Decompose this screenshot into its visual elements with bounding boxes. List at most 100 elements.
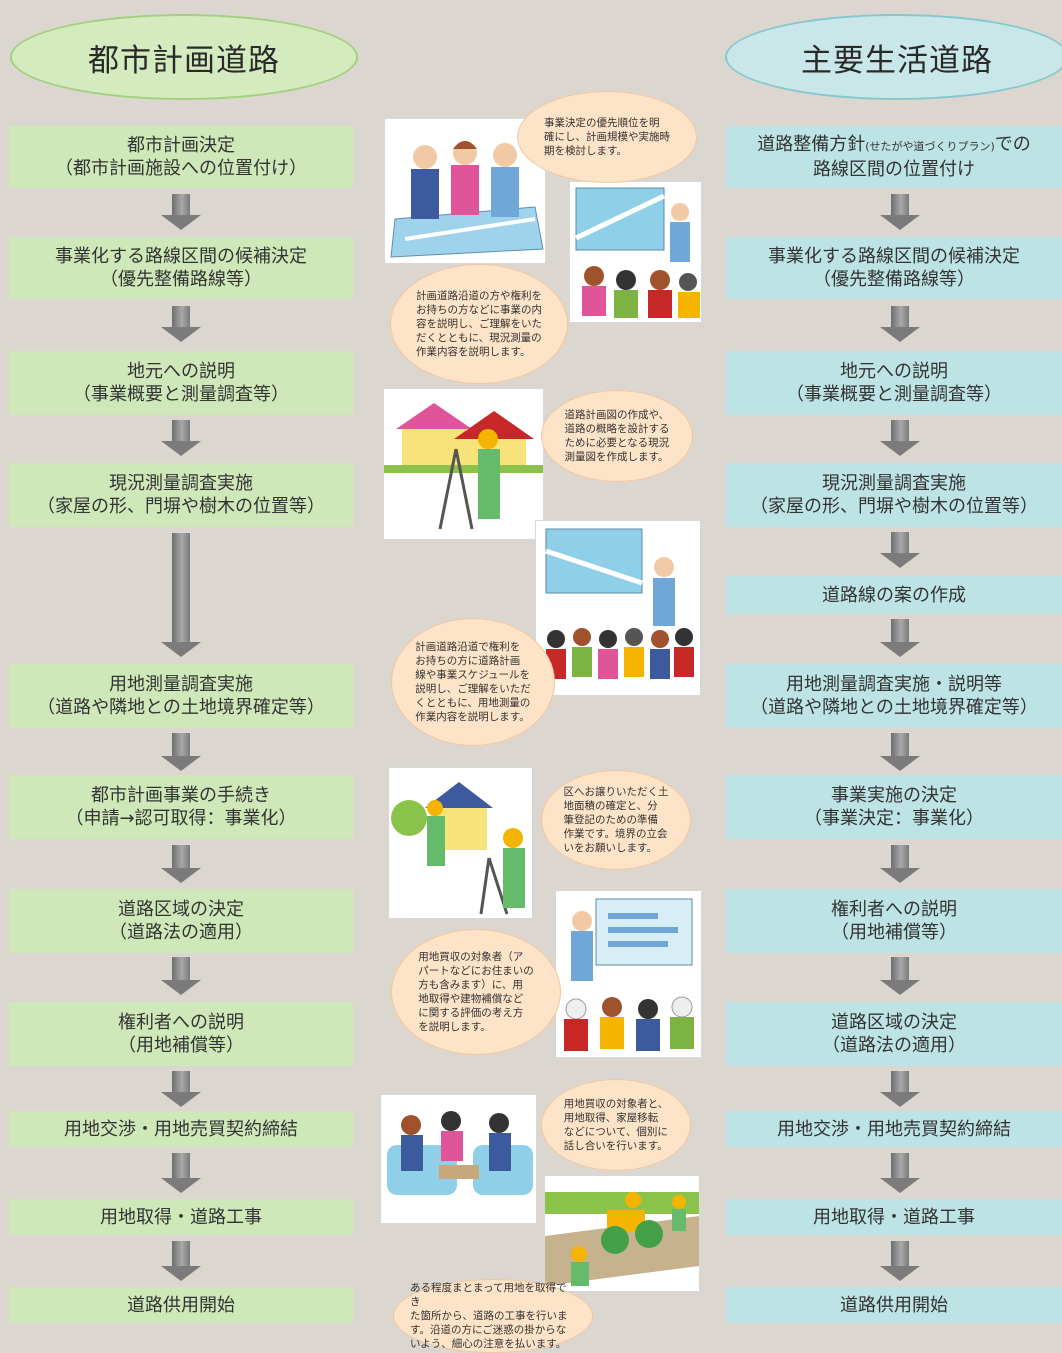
- right-step-3: 地元への説明 （事業概要と測量調査等）: [726, 351, 1062, 415]
- step-sub: （家屋の形、門塀や樹木の位置等）: [37, 496, 325, 517]
- step-sub: （用地補償等）: [118, 1035, 244, 1056]
- flow-arrow: [880, 845, 920, 883]
- left-step-9: 用地交渉・用地売買契約締結: [9, 1111, 353, 1147]
- left-step-8: 権利者への説明 （用地補償等）: [9, 1002, 353, 1066]
- speech-bubble: 計画道路沿道の方や権利をお持ちの方などに事業の内容を説明し、ご理解をいただくとと…: [390, 264, 568, 384]
- bubble-line: 測量図を作成します。: [564, 451, 669, 463]
- step-title: 都市計画事業の手続き: [91, 785, 271, 806]
- step-title: 道路線の案の作成: [822, 584, 966, 606]
- compensation-briefing-icon: [555, 890, 702, 1058]
- left-step-10: 用地取得・道路工事: [9, 1199, 353, 1235]
- step-title: 地元への説明: [127, 361, 235, 382]
- right-step-6: 用地測量調査実施・説明等 （道路や隣地との土地境界確定等）: [726, 664, 1062, 728]
- bubble-line: 線や事業スケジュールを: [415, 669, 531, 681]
- left-step-2: 事業化する路線区間の候補決定 （優先整備路線等）: [9, 237, 353, 299]
- step-title: 現況測量調査実施: [109, 473, 253, 494]
- city-planning-road-header: 都市計画道路: [10, 14, 358, 100]
- flow-arrow: [161, 1071, 201, 1107]
- bubble-line: 筆登記のための準備: [563, 814, 659, 826]
- flow-arrow: [161, 420, 201, 456]
- bubble-line: 事業決定の優先順位を明: [544, 117, 660, 129]
- bubble-line: 用地取得、家屋移転: [563, 1112, 659, 1124]
- flow-arrow: [161, 845, 201, 883]
- left-step-11: 道路供用開始: [9, 1287, 353, 1323]
- right-step-4: 現況測量調査実施 （家屋の形、門塀や樹木の位置等）: [726, 463, 1062, 527]
- step-title: 道路供用開始: [840, 1294, 948, 1316]
- flow-arrow: [880, 1241, 920, 1281]
- step-sub: （事業決定：事業化）: [804, 808, 984, 829]
- bubble-line: 地面積の確定と、分: [563, 800, 658, 812]
- right-step-5: 道路線の案の作成: [726, 576, 1062, 614]
- left-step-5: 用地測量調査実施 （道路や隣地との土地境界確定等）: [9, 664, 353, 728]
- bubble-line: だくとともに、現況測量の: [416, 332, 542, 344]
- speech-bubble: 事業決定の優先順位を明確にし、計画規模や実施時期を検討します。: [517, 91, 697, 183]
- bubble-line: 話し合いを行います。: [563, 1140, 668, 1152]
- surveyor-houses-icon: [383, 388, 544, 540]
- bubble-line: を説明します。: [418, 1021, 491, 1033]
- bubble-line: 説明し、ご理解をいただ: [415, 683, 531, 695]
- step-title: 用地取得・道路工事: [100, 1206, 262, 1228]
- left-step-1: 都市計画決定 （都市計画施設への位置付け）: [9, 126, 353, 188]
- step-sub: （道路や隣地との土地境界確定等）: [750, 697, 1038, 718]
- flow-arrow: [161, 733, 201, 771]
- step-title: 用地交渉・用地売買契約締結: [64, 1118, 298, 1140]
- flow-arrow: [161, 306, 201, 342]
- bubble-line: 道路計画図の作成や、: [564, 409, 670, 421]
- bubble-line: お持ちの方に道路計画: [415, 655, 521, 667]
- right-step-8: 権利者への説明 （用地補償等）: [726, 889, 1062, 953]
- right-step-11: 用地取得・道路工事: [726, 1199, 1062, 1235]
- step-sub: （道路や隣地との土地境界確定等）: [37, 697, 325, 718]
- left-step-6: 都市計画事業の手続き （申請→認可取得：事業化）: [9, 775, 353, 839]
- right-step-2: 事業化する路線区間の候補決定 （優先整備路線等）: [726, 237, 1062, 299]
- left-step-7: 道路区域の決定 （道路法の適用）: [9, 889, 353, 953]
- bubble-line: くとともに、用地測量の: [415, 697, 531, 709]
- flow-arrow: [161, 1153, 201, 1193]
- bubble-line: いよう、細心の注意を払います。: [410, 1338, 567, 1350]
- bubble-line: に関する評価の考え方: [418, 1007, 524, 1019]
- step-title: 権利者への説明: [831, 899, 957, 920]
- bubble-line: 用地買収の対象者（ア: [418, 951, 524, 963]
- flow-arrow: [880, 957, 920, 995]
- bubble-line: 容を説明し、ご理解をいた: [416, 318, 542, 330]
- step-title: 用地測量調査実施・説明等: [786, 674, 1002, 695]
- speech-bubble: 計画道路沿道で権利をお持ちの方に道路計画線や事業スケジュールを説明し、ご理解をい…: [391, 618, 555, 746]
- step-sub: （用地補償等）: [831, 922, 957, 943]
- bubble-line: お持ちの方などに事業の内: [416, 304, 542, 316]
- step-title: 事業実施の決定: [831, 785, 957, 806]
- bubble-line: 作業内容を説明します。: [416, 346, 531, 358]
- step-sub: （道路法の適用）: [822, 1035, 966, 1056]
- presentation-audience-icon: [569, 181, 702, 323]
- right-step-12: 道路供用開始: [726, 1287, 1062, 1323]
- left-step-4: 現況測量調査実施 （家屋の形、門塀や樹木の位置等）: [9, 463, 353, 527]
- speech-bubble: 道路計画図の作成や、道路の概略を設計するために必要となる現況測量図を作成します。: [541, 390, 693, 482]
- step-title: 用地取得・道路工事: [813, 1206, 975, 1228]
- flow-arrow: [880, 619, 920, 657]
- flow-arrow: [880, 733, 920, 771]
- flow-arrow: [880, 194, 920, 230]
- bubble-line: 方も含みます）に、用: [418, 979, 523, 991]
- flow-arrow: [880, 420, 920, 456]
- bubble-line: す。沿道の方にご迷惑の掛からな: [410, 1324, 567, 1336]
- flow-arrow: [161, 194, 201, 230]
- step-title: 事業化する路線区間の候補決定: [768, 246, 1020, 267]
- step-sub: （都市計画施設への位置付け）: [55, 158, 307, 179]
- right-step-1: 道路整備方針(せたがや道づくりプラン)での 路線区間の位置付け: [726, 126, 1062, 188]
- bubble-line: ために必要となる現況: [564, 437, 670, 449]
- bubble-line: 計画道路沿道の方や権利を: [416, 290, 542, 302]
- flow-arrow: [161, 1241, 201, 1281]
- meeting-presentation-icon: [535, 520, 701, 696]
- bubble-line: 道路の概略を設計する: [564, 423, 670, 435]
- bubble-line: パートなどにお住まいの: [418, 965, 534, 977]
- boundary-survey-icon: [388, 767, 533, 919]
- left-step-3: 地元への説明 （事業概要と測量調査等）: [9, 351, 353, 415]
- flow-arrow: [880, 1153, 920, 1193]
- step-title: 道路区域の決定: [831, 1012, 957, 1033]
- step-sub: （優先整備路線等）: [100, 269, 262, 290]
- bubble-line: 区へお譲りいただく土: [563, 786, 669, 798]
- step-title: 道路区域の決定: [118, 899, 244, 920]
- step-title: 都市計画決定: [127, 135, 235, 156]
- speech-bubble: 用地買収の対象者（アパートなどにお住まいの方も含みます）に、用地取得や建物補償な…: [391, 929, 561, 1055]
- step-sub: （事業概要と測量調査等）: [73, 384, 289, 405]
- step-sub: （申請→認可取得：事業化）: [65, 808, 297, 829]
- speech-bubble: 区へお譲りいただく土地面積の確定と、分筆登記のための準備作業です。境界の立会いを…: [541, 770, 691, 870]
